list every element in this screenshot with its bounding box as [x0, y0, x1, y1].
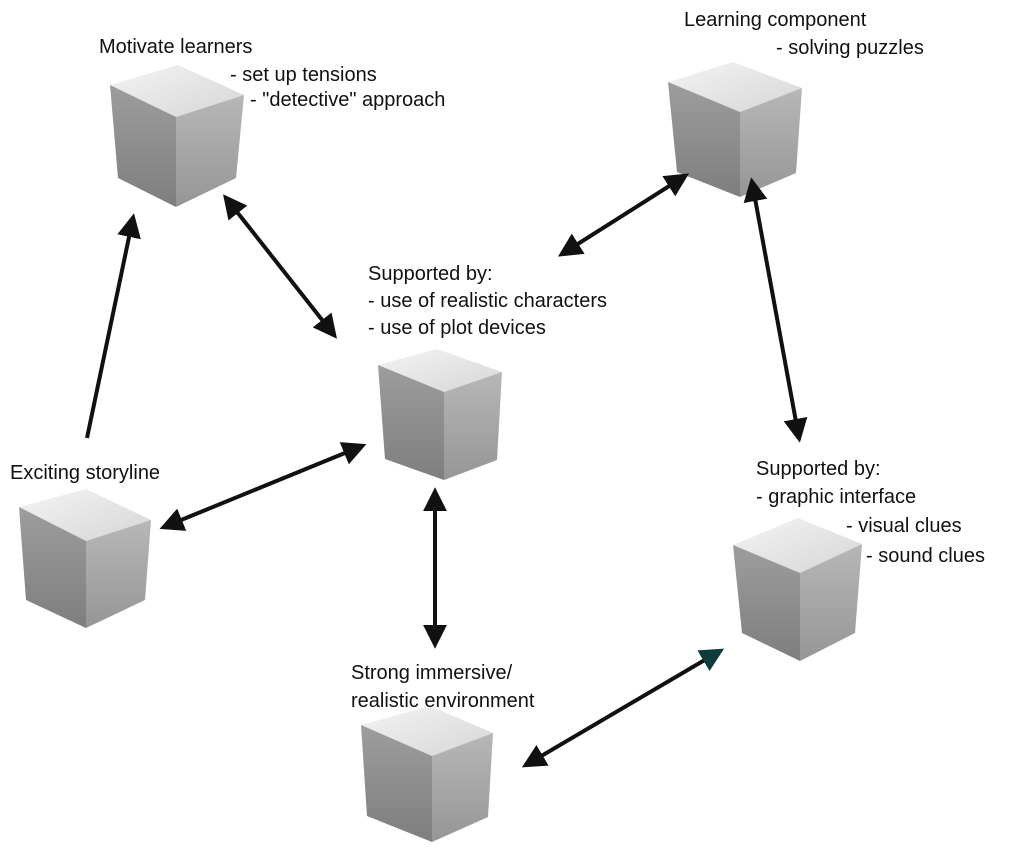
cube-exciting-storyline: [19, 489, 151, 628]
environment-title: Strong immersive/: [351, 662, 513, 684]
arrow-environment-interface: [521, 648, 725, 768]
cube-graphic-interface: [733, 518, 862, 661]
arrow-center-learning: [557, 173, 690, 257]
interface-point-3: - sound clues: [866, 545, 985, 567]
interface-point-1: - graphic interface: [756, 486, 917, 508]
cube-center: [378, 349, 502, 480]
motivate-point-2: - "detective" approach: [250, 89, 446, 111]
environment-title-line2: realistic environment: [351, 690, 535, 712]
motivate-title: Motivate learners: [99, 36, 253, 58]
cube-motivate-learners: [110, 65, 244, 207]
motivate-point-1: - set up tensions: [230, 64, 377, 86]
arrow-center-storyline: [159, 442, 367, 531]
learning-title: Learning component: [684, 9, 867, 31]
interface-title: Supported by:: [756, 458, 881, 480]
center-point-2: - use of plot devices: [368, 317, 546, 339]
cube-learning-component: [668, 62, 802, 197]
center-point-1: - use of realistic characters: [368, 290, 607, 312]
arrow-storyline-to-motivate: [85, 213, 141, 439]
cube-immersive-environment: [361, 706, 493, 842]
arrow-motivate-center: [223, 194, 337, 339]
storyline-title: Exciting storyline: [10, 462, 161, 484]
interface-point-2: - visual clues: [846, 515, 962, 537]
arrow-learning-interface: [743, 177, 808, 443]
learning-point-1: - solving puzzles: [776, 37, 924, 59]
center-title: Supported by:: [368, 263, 493, 285]
